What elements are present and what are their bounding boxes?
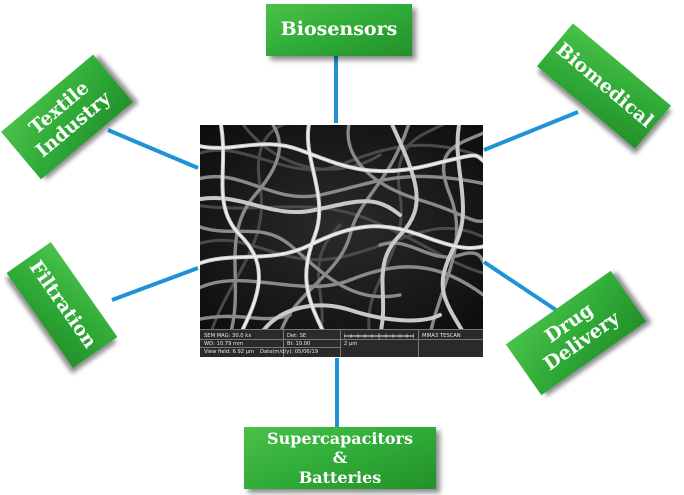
connector-drug <box>482 260 558 312</box>
sem-wd-text: WD: 10.79 mm <box>204 341 244 347</box>
sem-mag-text: SEM MAG: 30.0 kx <box>204 333 252 339</box>
scale-bar <box>344 333 414 339</box>
supercap-label-line3: Batteries <box>298 467 382 487</box>
nanofiber-image <box>200 125 483 329</box>
info-divider <box>283 330 284 357</box>
sem-view-field-text: View field: 6.92 µm <box>204 349 255 355</box>
info-divider <box>418 330 419 357</box>
sem-det-text: Det: SE <box>287 333 307 339</box>
supercap-label-line2: & <box>332 448 348 468</box>
connector-biomedical <box>483 110 579 152</box>
supercapacitors-batteries-box: Supercapacitors & Batteries <box>244 427 436 489</box>
sem-brand-text: MIRA3 TESCAN <box>422 333 461 339</box>
sem-micrograph: SEM MAG: 30.0 kx WD: 10.79 mm View field… <box>200 125 483 357</box>
info-divider <box>340 330 341 357</box>
connector-filtration <box>111 266 199 302</box>
sem-bi-text: BI: 10.00 <box>287 341 311 347</box>
biosensors-label: Biosensors <box>280 18 398 41</box>
supercap-label-line1: Supercapacitors <box>267 429 413 449</box>
connector-textile <box>107 128 199 170</box>
sem-scale-text: 2 µm <box>344 341 358 347</box>
info-divider <box>200 339 483 340</box>
sem-info-bar: SEM MAG: 30.0 kx WD: 10.79 mm View field… <box>200 329 483 357</box>
biosensors-box: Biosensors <box>266 4 412 56</box>
sem-date-text: Date(m/d/y): 05/06/19 <box>260 349 319 355</box>
info-divider <box>200 347 340 348</box>
